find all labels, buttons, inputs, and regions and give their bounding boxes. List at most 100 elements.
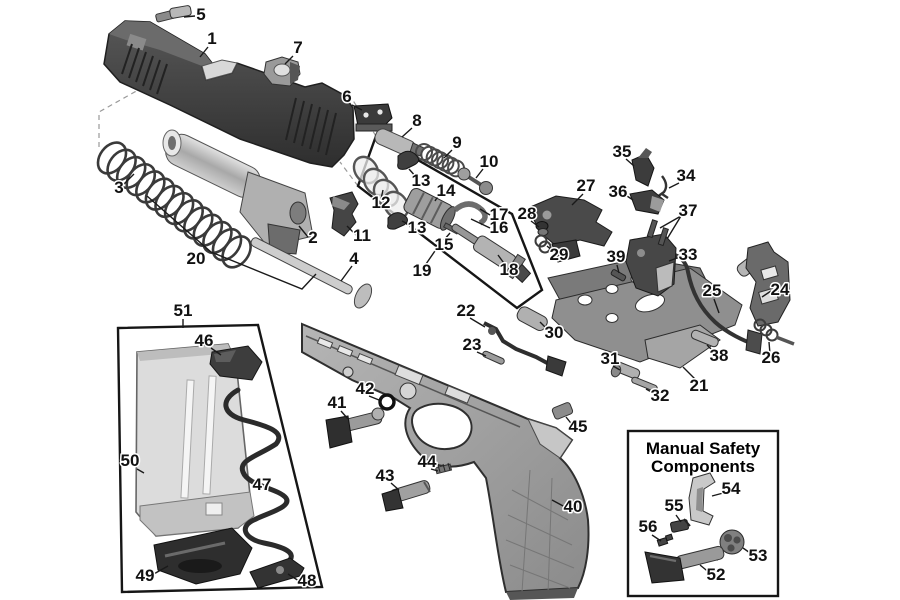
part-label-43: 43 (376, 466, 395, 485)
part-label-32: 32 (651, 386, 670, 405)
part-label-1: 1 (207, 29, 216, 48)
part-2-barrel-illustration (162, 129, 314, 255)
part-55-illustration (670, 518, 691, 533)
part-label-17: 17 (490, 205, 509, 224)
part-label-8: 8 (412, 111, 421, 130)
manual-safety-title-line2: Components (651, 457, 755, 476)
part-label-3: 3 (114, 178, 123, 197)
part-48-insert-illustration (249, 557, 305, 589)
part-14-illustration (403, 187, 456, 231)
part-25-trigger-bar-illustration (660, 252, 763, 355)
part-label-19: 19 (413, 261, 432, 280)
part-10-illustration (457, 167, 493, 195)
part-18-striker-illustration (451, 223, 532, 284)
part-label-46: 46 (195, 331, 214, 350)
part-label-40: 40 (564, 497, 583, 516)
part-label-27: 27 (577, 176, 596, 195)
part-label-16: 16 (490, 218, 509, 237)
part-label-38: 38 (710, 346, 729, 365)
part-label-52: 52 (707, 565, 726, 584)
part-13a-illustration (397, 150, 420, 170)
part-label-47: 47 (253, 475, 272, 494)
part-label-6: 6 (342, 87, 351, 106)
part-label-34: 34 (677, 166, 696, 185)
part-label-36: 36 (609, 182, 628, 201)
part-16-17-clip-illustration (453, 201, 488, 226)
part-52-safety-lever-illustration (644, 545, 725, 584)
part-28-illustration (535, 221, 549, 236)
part-54-illustration (688, 472, 716, 526)
part-6-rear-sight-illustration (353, 103, 393, 132)
part-label-14: 14 (437, 181, 456, 200)
part-35-lever-illustration (631, 148, 655, 187)
part-label-22: 22 (457, 301, 476, 320)
part-label-53: 53 (749, 546, 768, 565)
leader-lines (123, 15, 772, 582)
part-label-45: 45 (569, 417, 588, 436)
part-label-55: 55 (665, 496, 684, 515)
part-49-base-plate-illustration (153, 527, 253, 585)
part-45-illustration (551, 402, 574, 420)
part-label-13a: 13 (412, 171, 431, 190)
part-42-o-ring-illustration (378, 393, 396, 411)
part-label-15: 15 (435, 235, 454, 254)
part-label-20: 20 (187, 249, 206, 268)
part-40-grip-module-illustration (301, 322, 590, 600)
part-label-42: 42 (356, 379, 375, 398)
part-7-rear-plate-illustration (263, 56, 301, 87)
part-44-screw-illustration (434, 462, 453, 475)
part-46-follower-illustration (209, 345, 263, 381)
part-label-41: 41 (328, 393, 347, 412)
part-labels: 1 2 3 4 5 6 7 8 9 10 11 12 13 13 14 15 1… (113, 4, 792, 592)
part-label-7: 7 (293, 38, 302, 57)
part-label-26: 26 (762, 348, 781, 367)
part-23-pin-illustration (482, 350, 505, 365)
part-label-21: 21 (690, 376, 709, 395)
part-label-33: 33 (679, 245, 698, 264)
part-1-slide-illustration (103, 20, 355, 168)
part-label-28: 28 (518, 204, 537, 223)
part-label-10: 10 (480, 152, 499, 171)
part-label-44: 44 (418, 452, 437, 471)
part-12-springs-illustration (352, 155, 410, 220)
part-43-slide-catch-illustration (381, 480, 431, 512)
part-50-magazine-body-illustration (135, 343, 255, 537)
manual-safety-box (626, 429, 780, 598)
part-11-illustration (329, 191, 359, 237)
part-39-pin-illustration (610, 269, 627, 282)
part-label-11: 11 (353, 226, 371, 245)
part-label-39: 39 (607, 247, 626, 266)
magazine-group-box (116, 323, 324, 594)
part-32-pin-illustration (631, 376, 658, 392)
part-label-5: 5 (196, 5, 205, 24)
part-label-13b: 13 (408, 218, 427, 237)
part-3-recoil-spring-illustration (96, 141, 252, 269)
part-36-illustration (629, 189, 665, 215)
part-label-18: 18 (500, 260, 519, 279)
part-27-sear-assembly-illustration (527, 195, 613, 263)
part-label-54: 54 (722, 479, 741, 498)
part-label-23: 23 (463, 335, 482, 354)
manual-safety-title-line1: Manual Safety (646, 439, 761, 458)
part-30-pin-illustration (516, 306, 548, 331)
part-47-magazine-spring-illustration (223, 387, 294, 575)
part-label-48: 48 (298, 571, 317, 590)
part-label-29: 29 (550, 245, 569, 264)
part-5-illustration (155, 5, 192, 23)
part-label-30: 30 (545, 323, 564, 342)
part-29-spring-illustration (534, 234, 552, 254)
part-label-9: 9 (452, 133, 461, 152)
part-label-56: 56 (639, 517, 658, 536)
part-31-pin-illustration (610, 361, 641, 380)
part-26-spring-pin-illustration (753, 318, 795, 346)
part-label-51: 51 (174, 301, 193, 320)
part-label-31: 31 (601, 349, 620, 368)
part-37-pins-illustration (646, 219, 669, 247)
part-label-49: 49 (136, 566, 155, 585)
part-41-takedown-lever-illustration (325, 407, 385, 449)
part-9-spring-illustration (415, 143, 466, 178)
part-label-37: 37 (679, 201, 698, 220)
part-label-2: 2 (308, 228, 317, 247)
part-13b-illustration (387, 212, 408, 230)
